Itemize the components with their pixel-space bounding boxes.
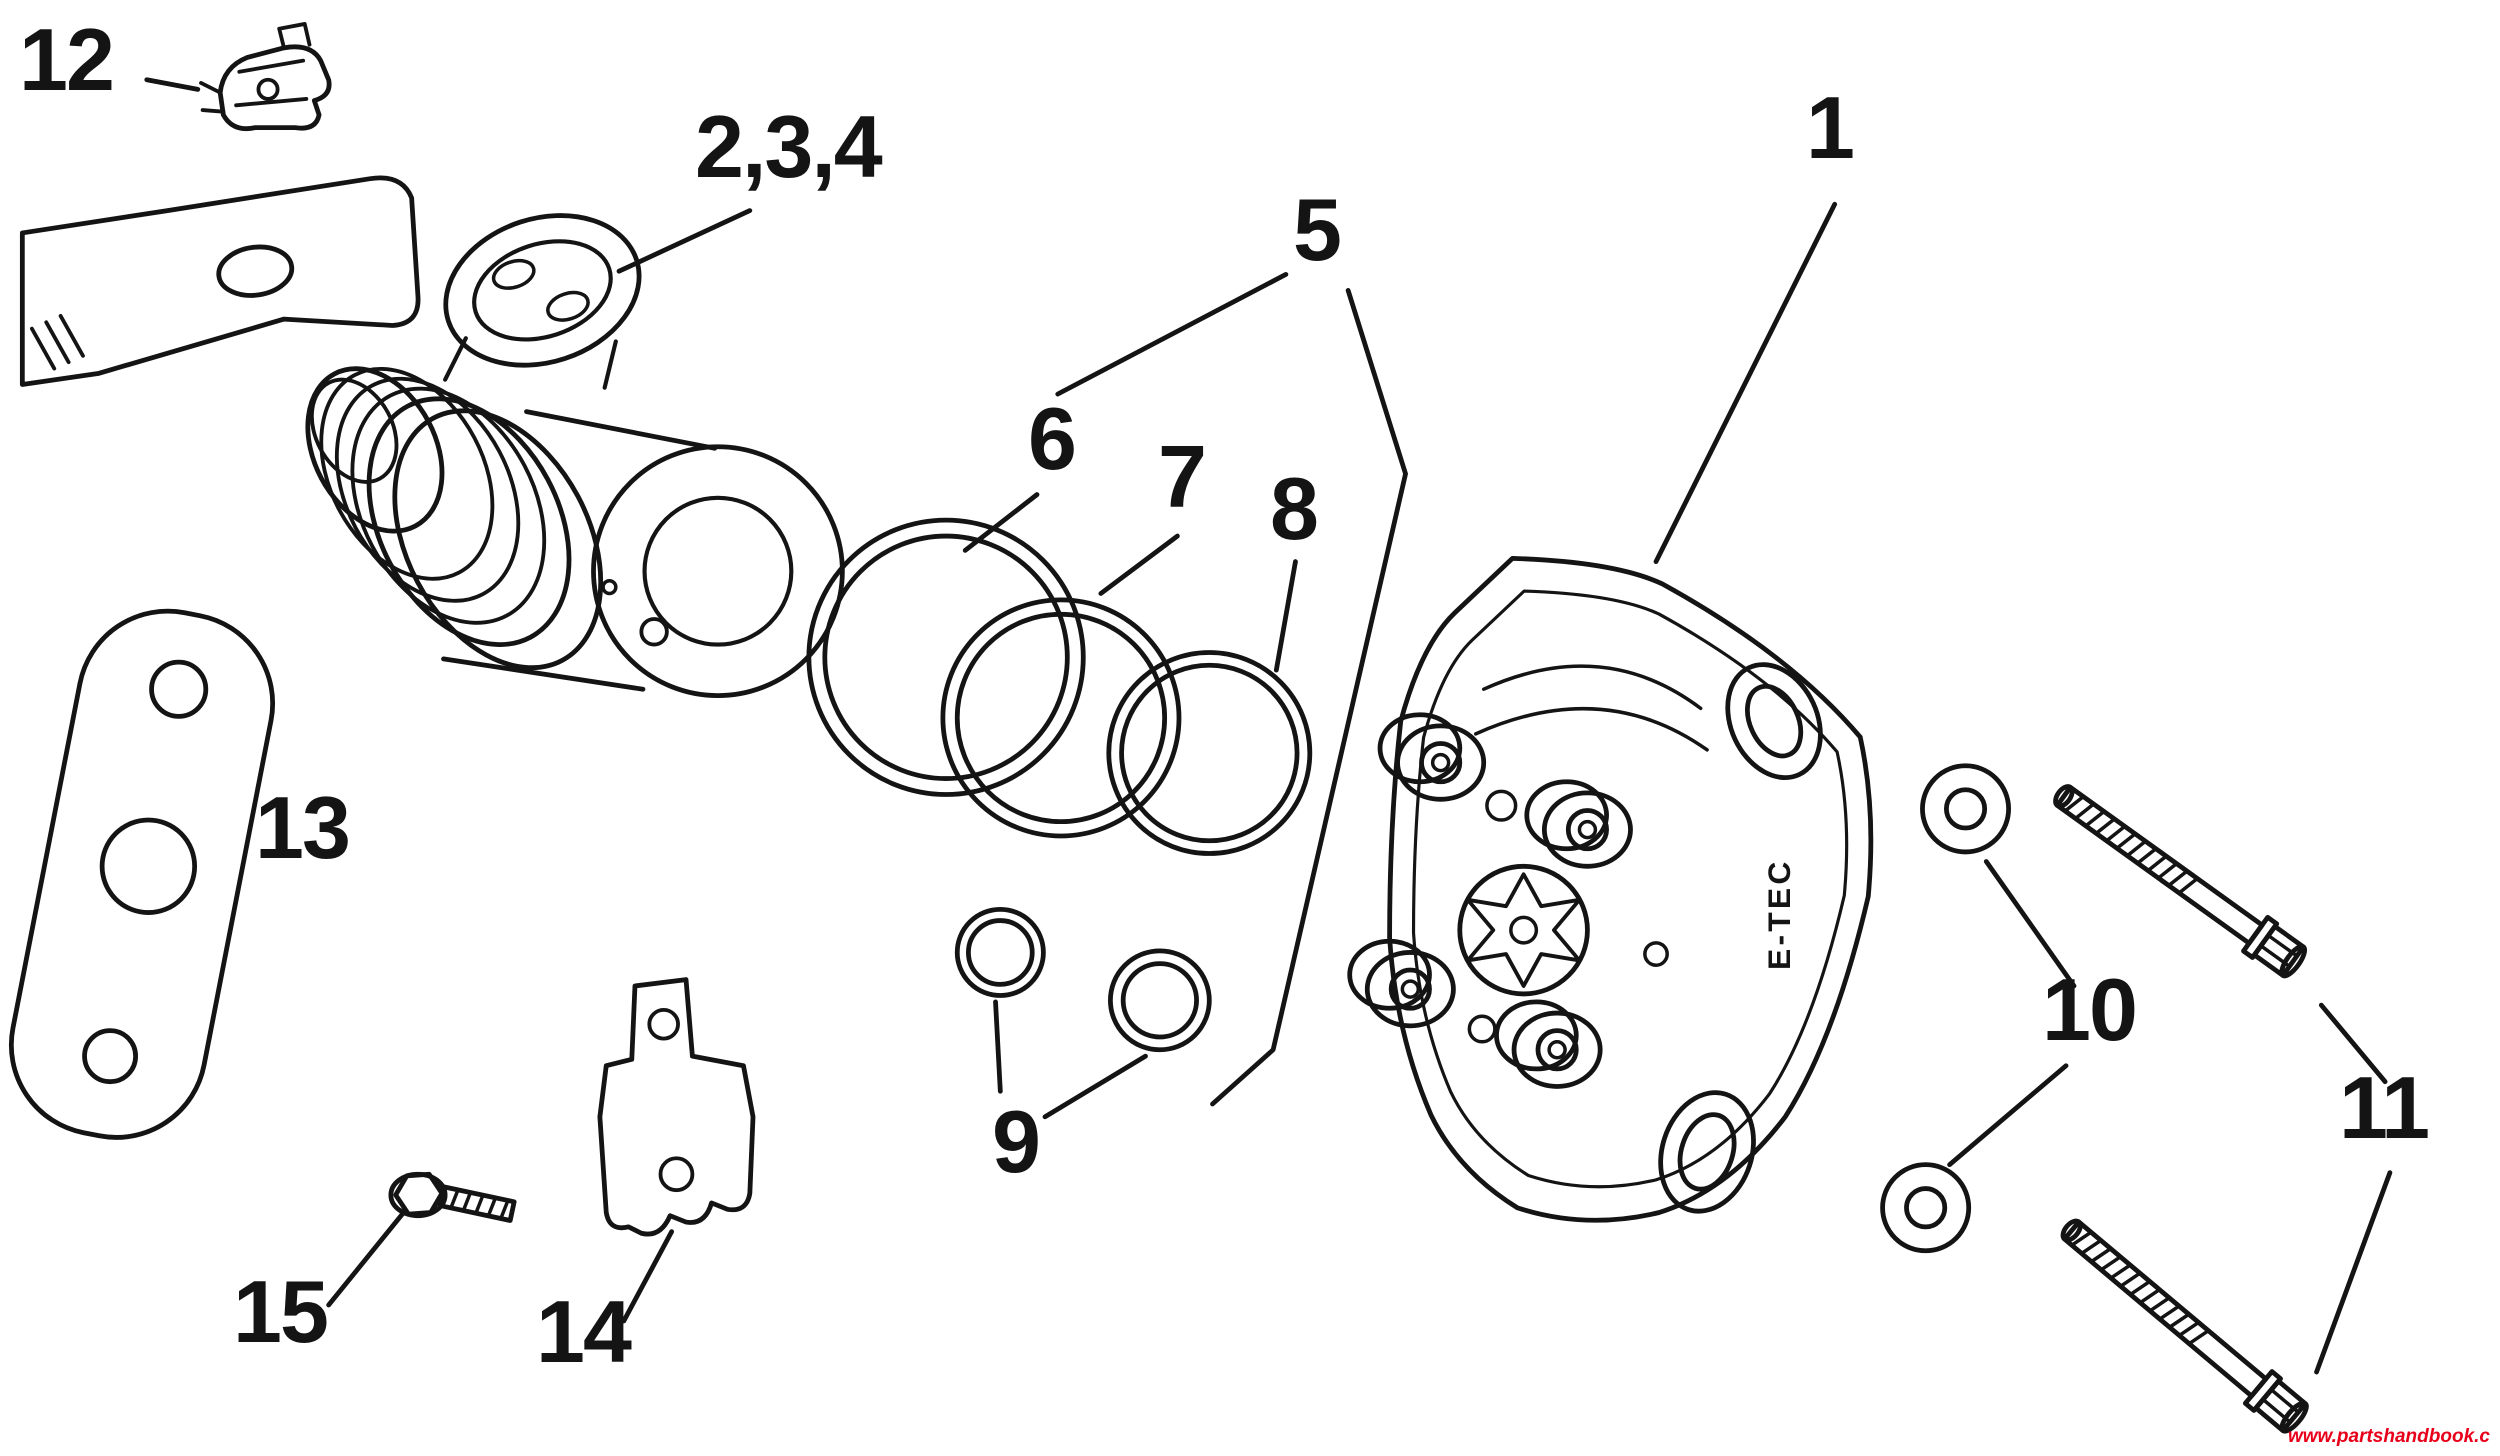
callout-10: 10 xyxy=(2042,960,2138,1059)
port-boss xyxy=(1377,712,1487,802)
callout-9: 9 xyxy=(992,1092,1041,1191)
callout-13: 13 xyxy=(255,778,351,877)
callout-5-bracket-lines xyxy=(1055,272,1408,1107)
part-13-gasket xyxy=(8,608,276,1140)
part-8-oring xyxy=(1106,650,1313,856)
part-10-washers xyxy=(1880,763,2012,1254)
port-boss xyxy=(1347,938,1456,1029)
part-12-retainer-clip xyxy=(199,22,332,132)
part-11-bolts xyxy=(2053,784,2309,1434)
leader-lines xyxy=(144,77,2393,1375)
callout-5: 5 xyxy=(1293,180,1342,279)
housing-marking-text: E-TEC xyxy=(1761,858,1797,970)
callout-7: 7 xyxy=(1158,427,1207,526)
callout-15: 15 xyxy=(233,1262,329,1361)
callout-14: 14 xyxy=(536,1282,632,1381)
part-14-bracket xyxy=(597,977,756,1237)
callout-234: 2,3,4 xyxy=(695,97,883,196)
injector-clamp-bracket xyxy=(19,175,421,387)
part-1-injector-cap: E-TEC xyxy=(1347,555,1874,1223)
watermark: www.partshandbook.c xyxy=(2288,1426,2490,1447)
bolt-upper xyxy=(2053,784,2308,979)
part-9-orings xyxy=(954,906,1212,1053)
part-6-oring xyxy=(806,517,1086,797)
port-boss xyxy=(1524,779,1633,869)
callout-6: 6 xyxy=(1028,389,1077,488)
callout-11: 11 xyxy=(2339,1058,2430,1157)
part-7-oring xyxy=(940,597,1182,839)
callout-12: 12 xyxy=(19,10,115,109)
port-boss xyxy=(1494,999,1603,1089)
bolt-lower xyxy=(2060,1218,2309,1434)
part-15-screw xyxy=(388,1171,517,1223)
callout-1: 1 xyxy=(1806,78,1855,177)
callout-8: 8 xyxy=(1270,459,1319,558)
part-234-injector xyxy=(305,213,845,698)
